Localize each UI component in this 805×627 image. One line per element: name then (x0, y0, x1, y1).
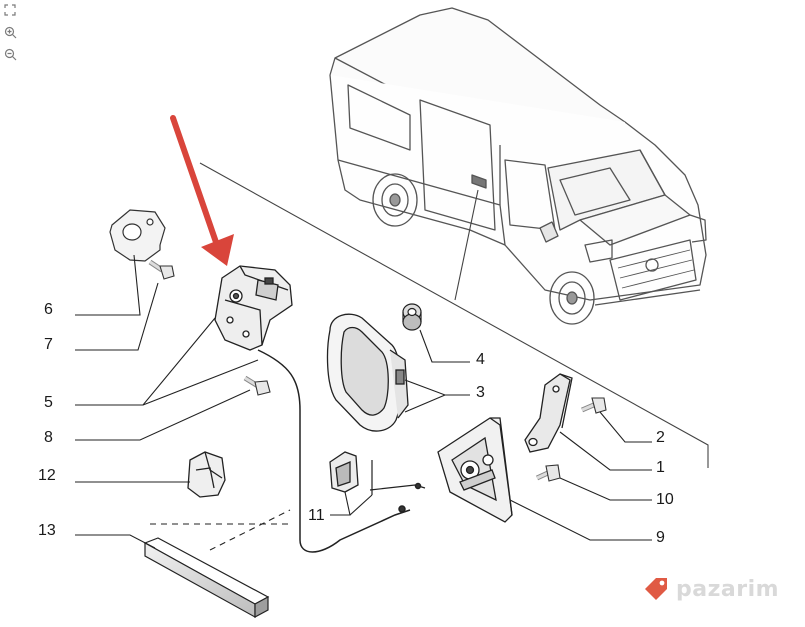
callout-5: 5 (44, 394, 53, 411)
part-12-clip (187, 451, 226, 498)
callout-3: 3 (476, 384, 485, 401)
part-10-screw (535, 464, 561, 482)
callout-6: 6 (44, 301, 53, 318)
part-13-seal-strip (143, 537, 270, 619)
part-9-bracket-plate (437, 417, 513, 523)
highlight-arrow (170, 115, 234, 266)
part-3-outside-handle (326, 313, 409, 432)
callout-7: 7 (44, 336, 53, 353)
viewer-toolbar (2, 2, 20, 68)
part-7-bolt (148, 259, 175, 280)
van-illustration (329, 7, 707, 325)
zoom-in-icon[interactable] (2, 24, 18, 40)
price-tag-icon (645, 578, 667, 600)
zoom-out-icon[interactable] (2, 46, 18, 62)
part-5-door-lock (214, 265, 293, 351)
callout-11: 11 (308, 507, 325, 524)
callout-8: 8 (44, 429, 53, 446)
callout-1: 1 (656, 459, 665, 476)
brand-name: pazarim (676, 576, 780, 602)
part-4-grommet (402, 303, 422, 331)
callout-4: 4 (476, 351, 485, 368)
leader-lines (75, 254, 652, 551)
van-leader-line (199, 162, 709, 468)
part-2-bolt (581, 397, 607, 414)
callout-9: 9 (656, 529, 665, 546)
callout-12: 12 (38, 467, 56, 484)
control-cable (257, 349, 426, 553)
fit-icon[interactable] (2, 2, 18, 18)
part-11-cable-cover (329, 451, 359, 493)
part-1-lever (524, 373, 573, 453)
part-6-bracket (109, 209, 166, 262)
callout-2: 2 (656, 429, 665, 446)
callout-13: 13 (38, 522, 56, 539)
brand-watermark: pazarim (642, 574, 779, 604)
part-8-screw (243, 375, 271, 396)
callout-10: 10 (656, 491, 674, 508)
